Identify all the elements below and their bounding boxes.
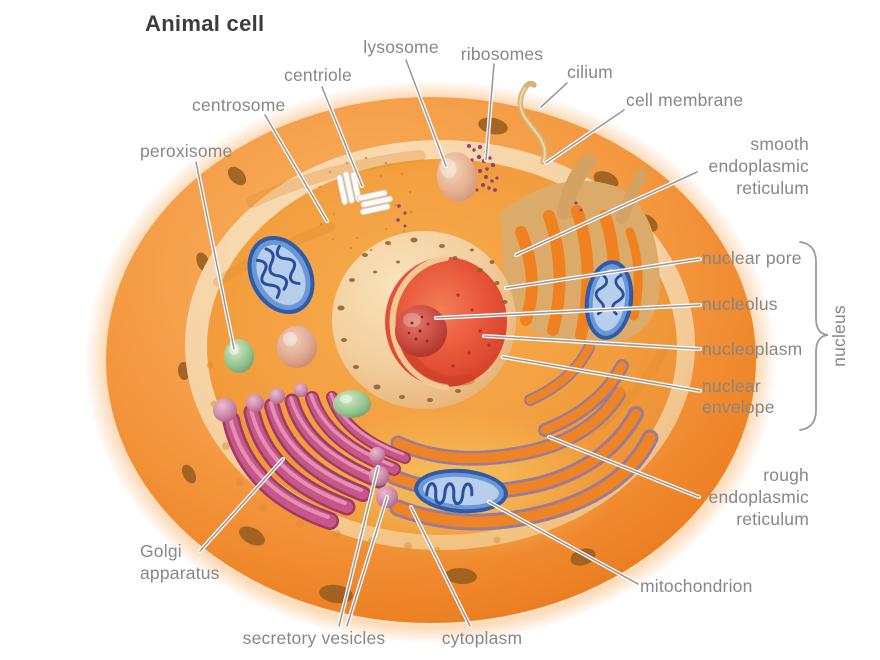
- label-centriole: centriole: [284, 65, 352, 85]
- leader-lines: [194, 58, 702, 628]
- leader-peroxisome: [195, 161, 235, 350]
- leader-rough-er: [548, 436, 700, 498]
- label-smooth-er-2: endoplasmic: [709, 156, 809, 176]
- leader-nuclear-envelope: [502, 356, 701, 392]
- label-nucleolus: nucleolus: [702, 294, 778, 314]
- leader-smooth-er: [515, 171, 698, 256]
- nuclear-pore-specks: [337, 237, 508, 402]
- golgi-apparatus-graphic: [222, 391, 411, 530]
- mitochondrion-graphic-bottom: [414, 468, 508, 514]
- label-rough-er-2: endoplasmic: [709, 487, 809, 507]
- leader-secretory-1: [338, 466, 379, 627]
- leader-golgi: [199, 458, 284, 552]
- leader-secretory-2: [346, 496, 388, 627]
- leader-lysosome: [405, 59, 447, 167]
- lysosome-green-graphic: [333, 390, 371, 418]
- vesicle-highlight: [283, 332, 297, 346]
- leader-mitochondrion: [488, 501, 639, 585]
- label-peroxisome: peroxisome: [140, 141, 232, 161]
- label-smooth-er-1: smooth: [750, 134, 809, 154]
- label-nucleoplasm: nucleoplasm: [702, 339, 802, 359]
- label-rough-er-3: reticulum: [736, 509, 809, 529]
- leader-nucleoplasm: [483, 335, 701, 350]
- leader-cilium: [540, 82, 568, 108]
- label-rough-er-1: rough: [763, 465, 809, 485]
- leader-nuclear-pore: [505, 258, 701, 289]
- label-secretory-vesicles: secretory vesicles: [243, 628, 386, 648]
- labels: Animal cell lysosome ribosomes cilium ce…: [140, 11, 849, 648]
- label-cytoplasm: cytoplasm: [442, 628, 523, 648]
- leader-cell-membrane: [545, 109, 625, 164]
- nucleolus-dots: [407, 315, 430, 343]
- leader-cytoplasm: [410, 506, 471, 627]
- peroxisome-graphic: [224, 339, 254, 373]
- label-ribosomes: ribosomes: [461, 44, 544, 64]
- nucleoplasm-specks: [451, 293, 491, 368]
- nucleus-graphic: [332, 231, 516, 409]
- label-nuclear-pore: nuclear pore: [702, 248, 802, 268]
- label-nuclear-envelope-1: nuclear: [702, 376, 761, 396]
- label-golgi-2: apparatus: [140, 563, 220, 583]
- label-centrosome: centrosome: [192, 95, 285, 115]
- label-nuclear-envelope-2: envelope: [702, 397, 775, 417]
- secretory-vesicles-graphic: [213, 383, 398, 508]
- label-nucleus: nucleus: [829, 305, 849, 367]
- cilium-graphic: [517, 80, 548, 165]
- label-cilium: cilium: [567, 62, 613, 82]
- mitochondrion-graphic-left: [247, 235, 315, 315]
- label-golgi-1: Golgi: [140, 541, 182, 561]
- leader-ribosomes: [485, 63, 495, 161]
- nucleus-brace: [799, 241, 829, 431]
- centrosome-graphic: [315, 156, 413, 252]
- mitochondrion-graphic-right: [584, 260, 634, 340]
- label-lysosome: lysosome: [363, 37, 439, 57]
- page-title: Animal cell: [145, 11, 264, 36]
- label-mitochondrion: mitochondrion: [640, 576, 753, 596]
- leader-centriole: [321, 86, 363, 187]
- vesicle-pink-tan: [277, 326, 317, 368]
- leader-nucleolus: [435, 304, 701, 319]
- leader-centrosome: [264, 114, 328, 222]
- centriole-graphic: [336, 171, 393, 215]
- label-smooth-er-3: reticulum: [736, 178, 809, 198]
- label-cell-membrane: cell membrane: [626, 90, 743, 110]
